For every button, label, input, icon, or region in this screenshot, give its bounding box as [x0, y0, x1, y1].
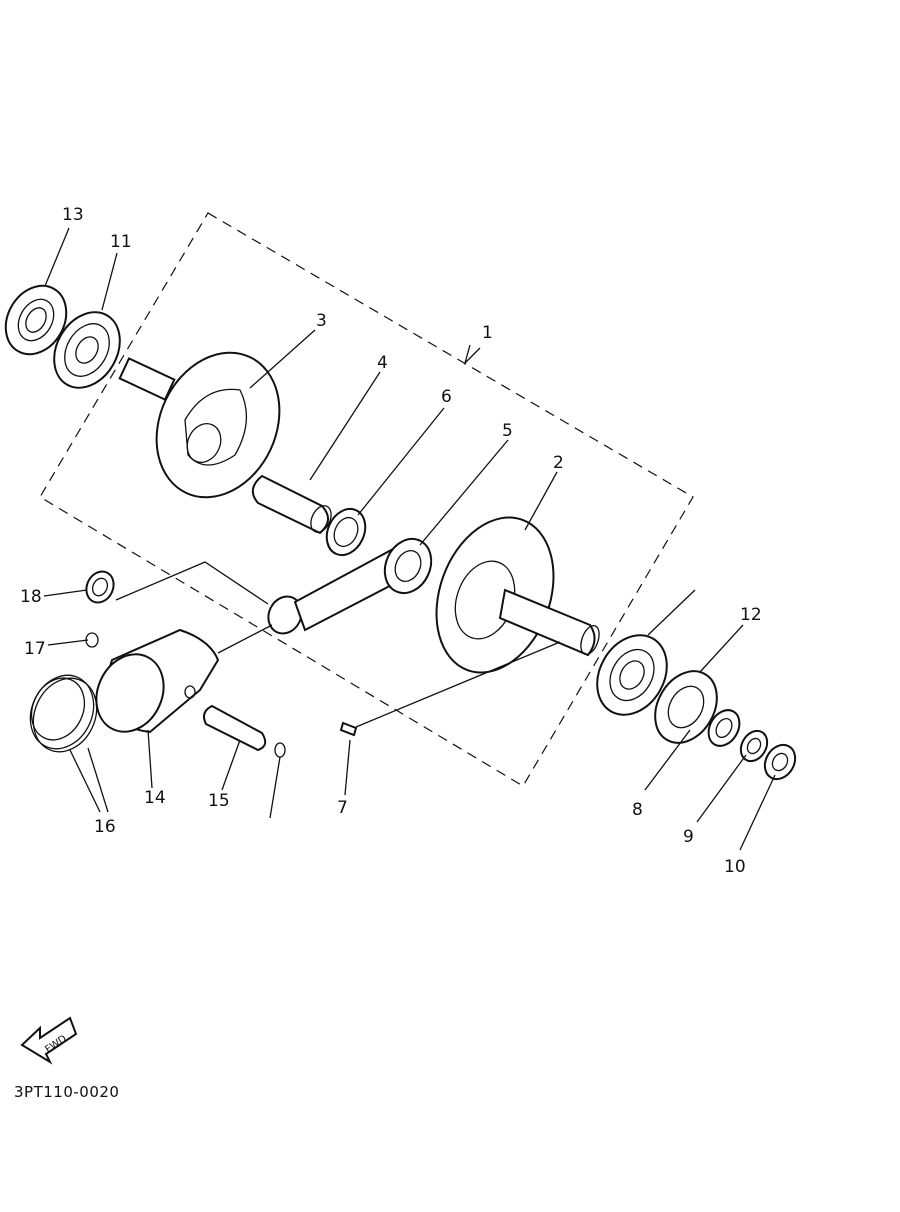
part-12-oil-seal	[654, 670, 718, 744]
part-7-key	[339, 721, 358, 737]
part-13-oil-seal	[4, 284, 68, 356]
callout-5: 5	[502, 421, 513, 441]
part-11-bearing-left	[53, 311, 121, 389]
callout-15: 15	[208, 791, 230, 811]
callout-3: 3	[316, 311, 327, 331]
part-6-needle-bearing	[325, 507, 367, 557]
callout-1: 1	[482, 323, 493, 343]
callout-10: 10	[724, 857, 746, 877]
callout-4: 4	[377, 353, 388, 373]
callout-8: 8	[632, 800, 643, 820]
part-16-piston-rings	[29, 674, 98, 753]
callout-17: 17	[24, 639, 46, 659]
callout-12: 12	[740, 605, 762, 625]
part-15-piston-pin	[203, 704, 267, 752]
assembly-outline	[39, 212, 694, 787]
part-17-clip-lower	[274, 742, 286, 758]
part-10-nut	[763, 743, 797, 781]
part-14-piston	[95, 628, 220, 734]
part-11-bearing-right	[596, 634, 668, 716]
callout-2: 2	[553, 453, 564, 473]
part-18-needle-bearing	[85, 570, 115, 604]
reference-code: 3PT110-0020	[14, 1083, 120, 1101]
callout-13: 13	[62, 205, 84, 225]
part-8-washer	[707, 709, 741, 747]
callout-18: 18	[20, 587, 42, 607]
part-4-crank-pin	[251, 474, 332, 535]
callout-14: 14	[144, 788, 166, 808]
part-2-crank-half-right	[435, 516, 600, 674]
part-9-lock-washer	[739, 729, 769, 763]
callout-6: 6	[441, 387, 452, 407]
callout-7: 7	[337, 798, 348, 818]
leader-lines	[43, 227, 776, 851]
part-5-connecting-rod	[267, 537, 433, 635]
callout-11: 11	[110, 232, 132, 252]
part-3-crank-half-left	[118, 351, 281, 499]
forward-arrow-icon: FWD	[20, 1016, 78, 1065]
callout-9: 9	[683, 827, 694, 847]
callout-16: 16	[94, 817, 116, 837]
